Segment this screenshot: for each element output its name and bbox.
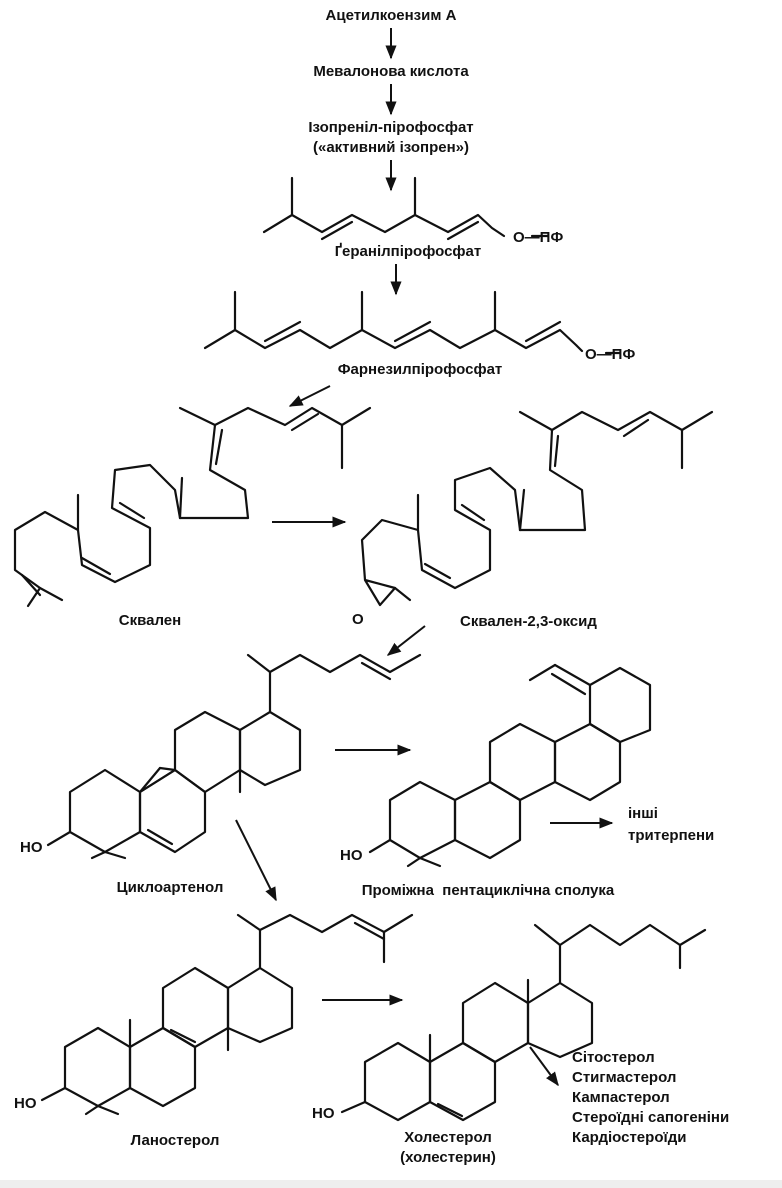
farnesyl-pp-structure (203, 290, 622, 355)
arrow-cycloartenol-to-lanosterol (235, 819, 277, 902)
farnesyl-o-pf-group: O—ПФ (585, 346, 635, 363)
squalene-oxide-structure (360, 410, 714, 607)
arrow-oxide-to-cycloartenol (386, 625, 426, 656)
farnesyl-pp-label: Фарнезилпірофосфат (338, 361, 503, 378)
ipp-label-line1: Ізопреніл-пірофосфат (308, 119, 473, 136)
product-item: Сітостерол (572, 1049, 655, 1066)
squalene-label: Сквален (119, 612, 181, 629)
arrow-cholesterol-to-products (529, 1046, 559, 1087)
product-item: Кампастерол (572, 1089, 670, 1106)
mevalonic-acid-label: Мевалонова кислота (313, 63, 469, 80)
epoxide-oxygen: O (352, 611, 364, 628)
cycloartenol-structure (46, 653, 422, 860)
cholesterol-structure (340, 923, 707, 1122)
geranyl-pp-label: Ґеранілпірофосфат (335, 243, 482, 260)
bottom-border (0, 1180, 782, 1188)
products-list: СітостеролСтигмастеролКампастеролСтероїд… (572, 1049, 729, 1146)
cholesterol-ho-group: HO (312, 1105, 335, 1122)
pentacyclic-structure (368, 663, 652, 868)
squalene-structure (13, 406, 372, 608)
lanosterol-ho-group: HO (14, 1095, 37, 1112)
squalene-oxide-label: Сквален-2,3-оксид (460, 613, 597, 630)
lanosterol-structure (40, 913, 414, 1116)
cycloartenol-ho-group: HO (20, 839, 43, 856)
geranyl-pp-structure (262, 176, 550, 241)
cholesterol-label-line2: (холестерин) (400, 1149, 496, 1166)
cholesterol-label-line1: Холестерол (404, 1129, 492, 1146)
lanosterol-label: Ланостерол (131, 1132, 220, 1149)
geranyl-o-pf-group: O—ПФ (513, 229, 563, 246)
cycloartenol-label: Циклоартенол (117, 879, 224, 896)
pentacyclic-ho-group: HO (340, 847, 363, 864)
other-triterpenes-line2: тритерпени (628, 827, 714, 844)
arrow-farnesyl-to-squalene (288, 385, 331, 407)
other-triterpenes-line1: інші (628, 805, 658, 822)
ipp-label-line2: («активний ізопрен») (313, 139, 469, 156)
pentacyclic-label: Проміжна пентациклічна сполука (362, 882, 615, 899)
product-item: Стигмастерол (572, 1069, 676, 1086)
product-item: Стероїдні сапогеніни (572, 1109, 729, 1126)
product-item: Кардіостероїди (572, 1129, 686, 1146)
acetyl-coa-label: Ацетилкоензим А (326, 7, 457, 24)
